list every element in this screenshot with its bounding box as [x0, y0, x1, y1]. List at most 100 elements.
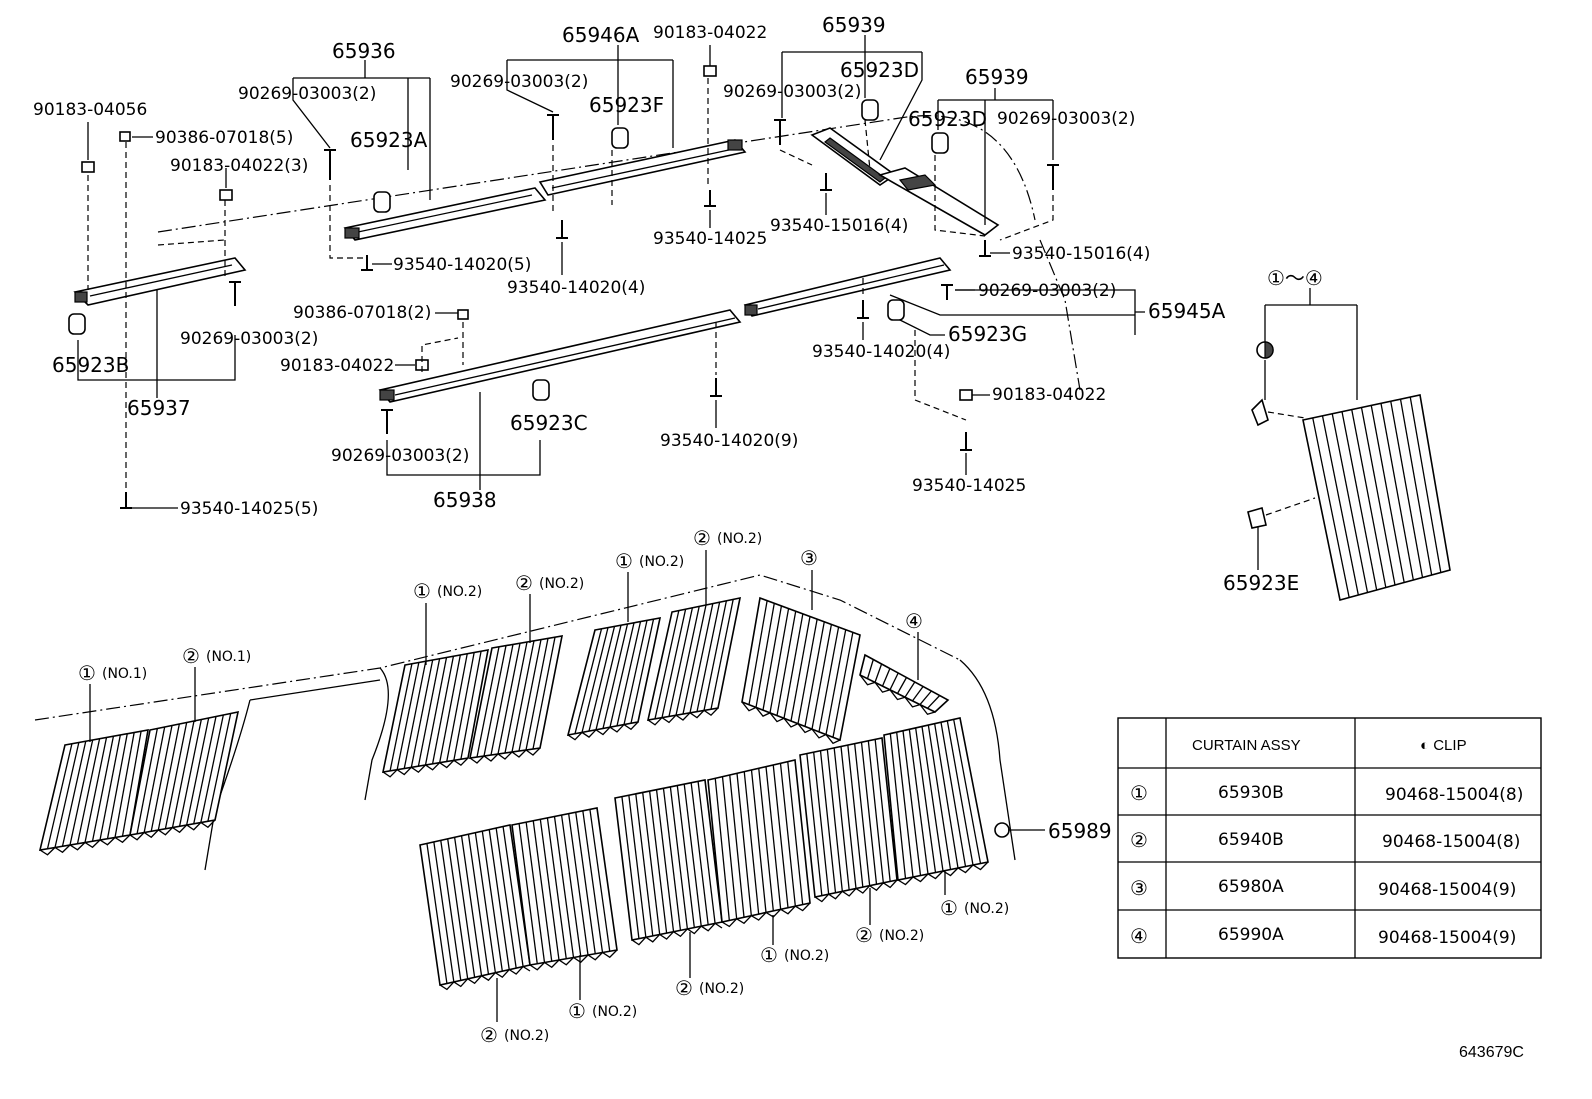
curtain-callout-num: ② [675, 976, 693, 1000]
curtain-2-no2-c [419, 824, 531, 991]
label-90269-a: 90269-03003(2) [238, 84, 376, 104]
curtain-callout-num: ① [940, 896, 958, 920]
label-65923B: 65923B [52, 353, 129, 377]
curtain-3 [741, 596, 861, 745]
rail-65946A [538, 139, 747, 196]
curtain-2-no2-b [646, 596, 742, 726]
curtain-panels [38, 596, 989, 991]
label-65923A: 65923A [350, 128, 428, 152]
dashed-assembly-lines [87, 78, 1054, 490]
curtain-callout-num: ① [615, 549, 633, 573]
table-header-assy: CURTAIN ASSY [1192, 737, 1301, 754]
leader-lines [77, 35, 1358, 831]
curtain-callout-tag: (NO.2) [437, 584, 482, 600]
curtain-callout-num: ① [413, 579, 431, 603]
curtain-callout-tag: (NO.2) [539, 576, 584, 592]
curtain-callout-tag: (NO.2) [639, 554, 684, 570]
curtain-callout-num: ① [78, 661, 96, 685]
curtain-callout-num: ② [855, 923, 873, 947]
label-90269-g: 90269-03003(2) [331, 446, 469, 466]
curtain-callout-num: ④ [905, 609, 923, 633]
roof-outline [34, 115, 1081, 871]
table-row-1-assy: 65930B [1218, 783, 1284, 803]
curtain-1-no2-a [381, 649, 489, 778]
rail-65938 [378, 309, 742, 403]
label-93540-15016-a: 93540-15016(4) [770, 216, 908, 236]
curtain-2-no2-e [799, 737, 898, 903]
label-65923F: 65923F [589, 93, 664, 117]
label-65923D-a: 65923D [840, 58, 919, 82]
hardware [68, 65, 1059, 838]
curtain-callouts: ① (NO.1) ② (NO.1) ① (NO.2) ② (NO.2) ① (NO.2) ② (NO.… [78, 526, 1009, 1047]
curtain-1-no2-b [566, 616, 662, 741]
curtain-4 [859, 653, 950, 716]
curtain-callout-num: ② [182, 644, 200, 668]
curtain-callout-num: ① [568, 999, 586, 1023]
table-row-3-clip: 90468-15004(9) [1378, 880, 1516, 900]
label-range: ①～④ [1267, 266, 1323, 290]
curtain-1-no2-d [707, 759, 811, 928]
label-90183-04022-right: 90183-04022 [992, 385, 1106, 405]
label-90269-f: 90269-03003(2) [180, 329, 318, 349]
label-65989: 65989 [1048, 819, 1112, 843]
label-90386-5: 90386-07018(5) [155, 128, 293, 148]
curtain-2-no2-d [614, 779, 723, 946]
label-65923G: 65923G [948, 322, 1027, 346]
label-90269-e: 90269-03003(2) [978, 281, 1116, 301]
curtain-callout-tag: (NO.2) [879, 928, 924, 944]
part-labels: 65936 65946A 90183-04022 65939 65939 902… [33, 13, 1323, 843]
curtain-callout-tag: (NO.1) [206, 649, 251, 665]
table-row-2-num: ② [1130, 828, 1148, 852]
curtain-callout-num: ② [480, 1023, 498, 1047]
label-90269-b: 90269-03003(2) [450, 72, 588, 92]
parts-table: CURTAIN ASSY ◐ CLIP ① 65930B 90468-15004… [1117, 717, 1542, 959]
curtain-callout-tag: (NO.2) [504, 1028, 549, 1044]
curtain-callout-num: ① [760, 943, 778, 967]
label-90183-04022-mid: 90183-04022 [280, 356, 394, 376]
rail-65937 [73, 257, 247, 306]
curtain-2-no2-a [468, 635, 564, 764]
table-row-2-clip: 90468-15004(8) [1382, 832, 1520, 852]
table-row-4-num: ④ [1130, 924, 1148, 948]
curtain-callout-tag: (NO.1) [102, 666, 147, 682]
table-row-2-assy: 65940B [1218, 830, 1284, 850]
label-65938: 65938 [433, 488, 497, 512]
table-row-4-clip: 90468-15004(9) [1378, 928, 1516, 948]
label-65923E: 65923E [1223, 571, 1299, 595]
label-65939-b: 65939 [965, 65, 1029, 89]
label-90269-d: 90269-03003(2) [997, 109, 1135, 129]
label-65939-a: 65939 [822, 13, 886, 37]
label-93540-14025-top: 93540-14025 [653, 229, 767, 249]
label-93540-14025-5: 93540-14025(5) [180, 499, 318, 519]
table-row-3-assy: 65980A [1218, 877, 1284, 897]
label-93540-14020-4a: 93540-14020(4) [507, 278, 645, 298]
rail-65945A [743, 257, 952, 317]
table-row-4-assy: 65990A [1218, 925, 1284, 945]
label-93540-14025-right: 93540-14025 [912, 476, 1026, 496]
label-90386-2: 90386-07018(2) [293, 303, 431, 323]
label-93540-14020-5: 93540-14020(5) [393, 255, 531, 275]
table-row-1-num: ① [1130, 781, 1148, 805]
label-90269-c: 90269-03003(2) [723, 82, 861, 102]
label-93540-15016-b: 93540-15016(4) [1012, 244, 1150, 264]
label-65945A: 65945A [1148, 299, 1226, 323]
curtain-detail [1247, 341, 1451, 601]
curtain-1-no2-c [511, 807, 618, 971]
label-93540-14020-4b: 93540-14020(4) [812, 342, 950, 362]
curtain-2-no1 [128, 710, 240, 841]
label-90183-04022-top: 90183-04022 [653, 23, 767, 43]
label-65936: 65936 [332, 39, 396, 63]
curtain-callout-tag: (NO.2) [592, 1004, 637, 1020]
label-90183-3: 90183-04022(3) [170, 156, 308, 176]
curtain-callout-tag: (NO.2) [964, 901, 1009, 917]
label-90183-04056: 90183-04056 [33, 100, 147, 120]
curtain-1-no2-e [883, 717, 989, 886]
label-65923C: 65923C [510, 411, 588, 435]
table-header-clip: ◐ CLIP [1420, 737, 1467, 754]
curtain-callout-num: ② [693, 526, 711, 550]
table-row-3-num: ③ [1130, 876, 1148, 900]
curtain-callout-tag: (NO.2) [717, 531, 762, 547]
curtain-callout-num: ② [515, 571, 533, 595]
label-65937: 65937 [127, 396, 191, 420]
